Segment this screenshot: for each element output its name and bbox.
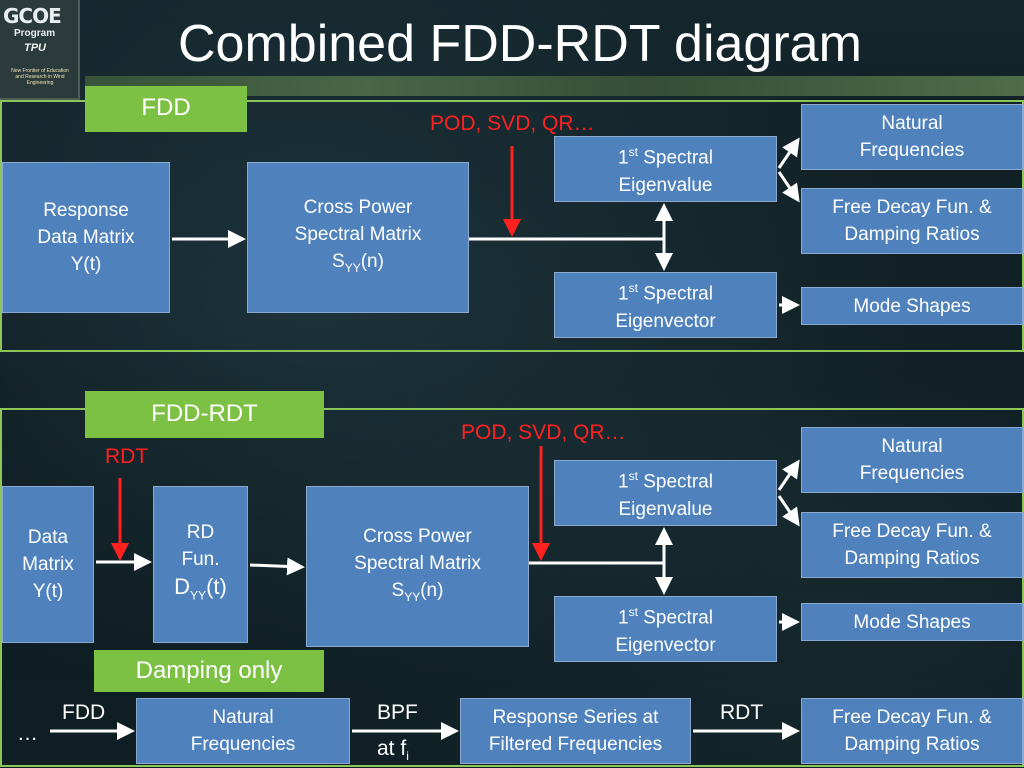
- fdd-tag: FDD: [85, 86, 247, 132]
- fddrdt-rdt-label: RDT: [105, 445, 149, 468]
- logo-line-2: Program: [14, 28, 56, 39]
- fddrdt-arrow-to-natural: [777, 459, 800, 491]
- damping-fdd-label: FDD: [62, 701, 106, 724]
- fddrdt-section: [0, 408, 1024, 767]
- fdd-method-label: POD, SVD, QR…: [430, 112, 595, 135]
- logo-line-4: New Frontier of Education and Research i…: [11, 68, 69, 86]
- fdd-response-box: Response Data Matrix Y(t): [2, 162, 170, 313]
- fdd-eigenvector-box: 1st Spectral Eigenvector: [554, 272, 777, 338]
- fddrdt-data-box: Data Matrix Y(t): [2, 486, 94, 643]
- fdd-arrow-to-natural: [777, 137, 800, 169]
- logo-line-3: TPU: [24, 42, 46, 54]
- fdd-decay-box: Free Decay Fun. & Damping Ratios: [801, 188, 1023, 254]
- fddrdt-mode-shapes-box: Mode Shapes: [801, 603, 1023, 641]
- fddrdt-method-label: POD, SVD, QR…: [461, 421, 626, 444]
- gcoe-logo: GCOE Program TPU New Frontier of Educati…: [0, 0, 80, 100]
- fdd-eigenvalue-box: 1st Spectral Eigenvalue: [554, 136, 777, 202]
- fddrdt-eigenvalue-box: 1st Spectral Eigenvalue: [554, 460, 777, 526]
- damping-ellipsis: …: [17, 722, 38, 745]
- damping-response-series-box: Response Series at Filtered Frequencies: [460, 698, 691, 764]
- fddrdt-arrow-rd-to-cross: [249, 557, 305, 576]
- fdd-cross-box: Cross Power Spectral Matrix SYY(n): [247, 162, 469, 313]
- damping-only-tag: Damping only: [94, 650, 324, 692]
- fdd-natural-frequencies-box: Natural Frequencies: [801, 104, 1023, 170]
- fddrdt-eigenvector-box: 1st Spectral Eigenvector: [554, 596, 777, 662]
- header-band: [85, 76, 1024, 96]
- damping-decay-box: Free Decay Fun. & Damping Ratios: [801, 698, 1023, 764]
- fddrdt-arrow-to-decay: [777, 495, 800, 527]
- damping-at-label: at fi: [377, 737, 409, 764]
- fdd-section: [0, 100, 1024, 352]
- logo-line-1: GCOE: [3, 4, 62, 28]
- fddrdt-natural-frequencies-box: Natural Frequencies: [801, 427, 1023, 493]
- fdd-mode-shapes-box: Mode Shapes: [801, 287, 1023, 325]
- damping-bpf-label: BPF: [377, 701, 418, 724]
- fdd-arrow-to-decay: [777, 171, 800, 203]
- fddrdt-decay-box: Free Decay Fun. & Damping Ratios: [801, 512, 1023, 578]
- fddrdt-rd-box: RD Fun. DYY(t): [153, 486, 248, 643]
- fddrdt-tag: FDD-RDT: [85, 391, 324, 438]
- damping-natural-frequencies-box: Natural Frequencies: [136, 698, 350, 764]
- page-title: Combined FDD-RDT diagram: [178, 15, 862, 73]
- fddrdt-cross-box: Cross Power Spectral Matrix SYY(n): [306, 486, 529, 647]
- damping-rdt-label: RDT: [720, 701, 764, 724]
